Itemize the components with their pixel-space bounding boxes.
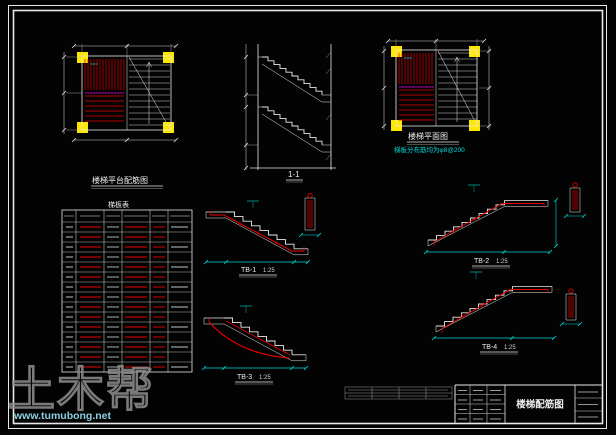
detail-cut-b	[563, 182, 587, 219]
tread-lines	[438, 52, 477, 120]
stair-steps	[436, 286, 513, 327]
detail-tb3-label: TB-3	[237, 374, 252, 381]
dim-ticks	[61, 54, 67, 133]
column-icon	[77, 52, 88, 63]
table-cell-text	[80, 226, 101, 368]
titleblock-drawing-name: 楼梯配筋图	[516, 399, 564, 411]
watermark-logo: 土木帮	[8, 363, 155, 416]
dim-ticks	[203, 259, 311, 265]
dim-ticks	[381, 48, 387, 129]
rebar-hatch	[398, 53, 433, 84]
floor-plan: 楼梯平面图 梯板分布筋均为φ8@200	[381, 38, 492, 154]
rebar-mark-icon	[307, 192, 313, 199]
detail-tb2-scale: 1:25	[496, 259, 508, 265]
detail-tb1-label: TB-1	[241, 267, 256, 274]
rebar-mark-icon	[572, 182, 578, 188]
column-icon	[469, 120, 480, 131]
column-icon	[391, 120, 402, 131]
titleblock-text	[458, 390, 467, 420]
detail-tb1-scale: 1:25	[263, 268, 275, 274]
table-cell-text	[171, 226, 188, 368]
table-title: 梯板表	[108, 200, 129, 209]
rebar-table: 梯板表	[61, 200, 193, 373]
titleblock-text	[578, 391, 598, 418]
floor-plan-title: 楼梯平面图	[408, 131, 448, 141]
rebar-bar	[210, 214, 304, 252]
drawing-frame	[8, 5, 607, 429]
tread-lines	[129, 58, 170, 126]
rebar-mark-icon	[568, 288, 574, 294]
table-rows	[62, 221, 192, 363]
detail-tb3-scale: 1:25	[259, 375, 271, 381]
watermark-url: www.tumubong.net	[13, 410, 112, 422]
rebar-bar	[441, 289, 548, 329]
strip-text	[348, 389, 448, 397]
detail-tb4-scale: 1:25	[504, 345, 516, 351]
table-cell-text	[125, 226, 147, 368]
flight-upper	[262, 56, 323, 95]
detail-tb1: TB-1 1:25	[203, 200, 311, 278]
dim-ticks	[563, 213, 587, 219]
rebar-hatch	[85, 95, 124, 122]
stair-steps	[428, 200, 505, 241]
rebar-hatch	[84, 59, 125, 90]
dim-ticks	[423, 249, 553, 255]
dim-ticks	[201, 365, 309, 371]
table-cell-text	[66, 226, 73, 368]
detail-tb3: TB-3 1:25	[201, 305, 309, 385]
table-cell-text	[153, 226, 165, 368]
titleblock-text	[490, 390, 501, 420]
rebar-bar	[433, 203, 544, 243]
detail-cut-c	[559, 288, 583, 327]
title-block: 楼梯配筋图	[344, 384, 603, 424]
detail-tb4: TB-4 1:25	[431, 271, 557, 355]
dim-ticks	[298, 232, 322, 238]
column-icon	[163, 52, 174, 63]
section-mark: 1-1	[288, 170, 300, 179]
titleblock-text	[473, 390, 483, 420]
rebar-hatch	[399, 89, 434, 121]
stair-steps	[226, 211, 295, 249]
detail-tb2: TB-2 1:25	[423, 184, 559, 269]
dim-ticks	[71, 137, 179, 143]
dim-ticks	[431, 335, 557, 341]
flight-lower	[262, 106, 323, 145]
dim-ticks	[553, 197, 559, 249]
column-icon	[469, 46, 480, 57]
stair-steps	[224, 317, 293, 355]
detail-tb4-label: TB-4	[482, 344, 497, 351]
floor-plan-note: 梯板分布筋均为φ8@200	[394, 145, 465, 154]
column-icon	[391, 46, 402, 57]
stair-section: 1-1	[243, 44, 336, 183]
detail-tb2-label: TB-2	[474, 258, 489, 265]
column-icon	[163, 122, 174, 133]
detail-cut-a	[298, 192, 322, 238]
watermark: 土木帮 www.tumubong.net	[7, 362, 155, 422]
platform-plan-title: 楼梯平台配筋图	[92, 175, 148, 185]
rebar-bar	[208, 321, 290, 359]
column-icon	[77, 122, 88, 133]
platform-plan: 楼梯平台配筋图	[61, 43, 179, 189]
table-cell-text	[107, 226, 119, 368]
dim-ticks	[559, 321, 583, 327]
